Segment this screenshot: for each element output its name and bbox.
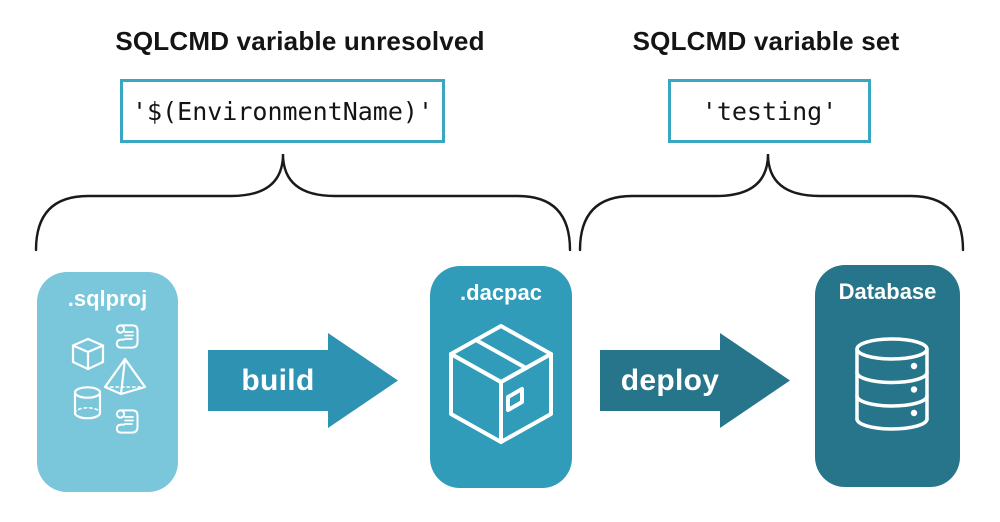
stage-sqlproj-label: .sqlproj	[67, 286, 148, 311]
stage-sqlproj: .sqlproj	[37, 272, 178, 492]
cube-glyph	[71, 337, 105, 371]
cylinder-glyph	[73, 386, 102, 420]
sql-objects-icon	[71, 324, 147, 434]
build-arrow: build	[208, 333, 398, 428]
stage-dacpac: .dacpac	[430, 266, 572, 488]
build-arrow-label: build	[241, 363, 315, 397]
pyramid-glyph	[103, 357, 147, 396]
code-box-unresolved: '$(EnvironmentName)'	[120, 79, 445, 143]
build-arrow-shape	[208, 333, 398, 428]
code-box-set: 'testing'	[668, 79, 871, 143]
left-brace	[34, 153, 572, 252]
stage-database-label: Database	[838, 279, 937, 304]
right-brace	[578, 153, 965, 252]
heading-sqlcmd-set: SQLCMD variable set	[632, 26, 900, 56]
database-cylinder-icon	[855, 337, 929, 431]
heading-sqlcmd-unresolved: SQLCMD variable unresolved	[115, 26, 485, 56]
deploy-arrow-label: deploy	[620, 363, 720, 397]
code-text-set: 'testing'	[701, 96, 838, 126]
deploy-arrow-shape	[600, 333, 790, 428]
stage-dacpac-label: .dacpac	[460, 280, 542, 305]
code-text-unresolved: '$(EnvironmentName)'	[131, 96, 434, 126]
stage-database: Database	[815, 265, 960, 487]
deploy-arrow: deploy	[600, 333, 790, 428]
package-box-icon	[449, 324, 553, 444]
